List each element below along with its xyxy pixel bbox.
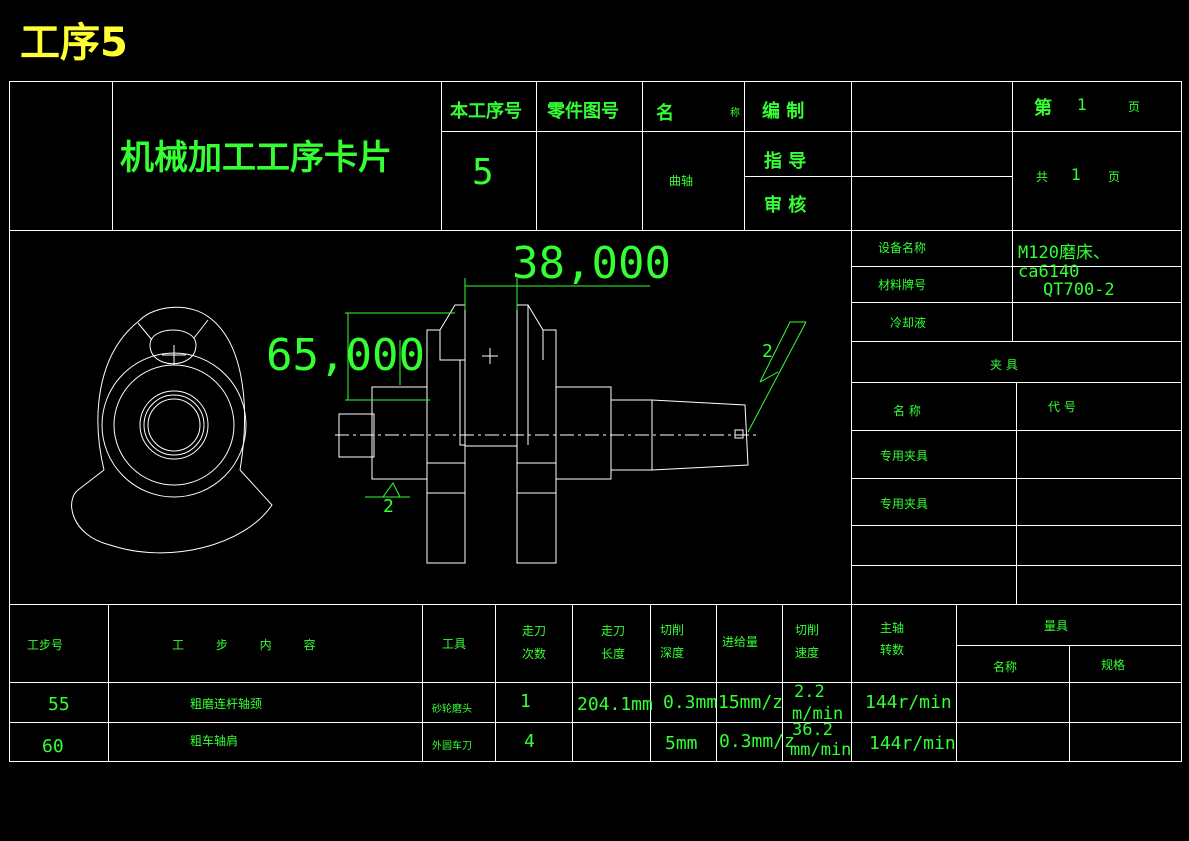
crankshaft-side-view — [335, 285, 760, 564]
dim-diameter: 65,000 — [266, 330, 425, 381]
name-label-2: 称 — [730, 108, 740, 119]
row-2-content: 粗车轴肩 — [190, 734, 239, 748]
part-name: 曲轴 — [669, 174, 694, 188]
equip-label: 设备名称 — [878, 241, 927, 255]
th-length-1: 走刀 — [601, 624, 626, 638]
th-feed: 进给量 — [722, 635, 759, 649]
row-2-speed-a: 36.2 — [792, 720, 833, 740]
row-2-step: 60 — [42, 736, 64, 757]
th-spindle-1: 主轴 — [880, 621, 905, 635]
fixture-name-label: 名 称 — [893, 404, 921, 418]
roughness-mark-b: 2 — [762, 341, 773, 362]
total-number: 1 — [1071, 165, 1082, 184]
th-gauge-name: 名称 — [993, 660, 1018, 674]
page-label: 第 — [1034, 98, 1052, 119]
th-length-2: 长度 — [601, 647, 626, 661]
row-2-spindle: 144r/min — [869, 733, 956, 754]
row-1-length: 204.1mm — [577, 694, 653, 715]
coolant-label: 冷却液 — [890, 316, 927, 330]
th-depth-2: 深度 — [660, 646, 685, 660]
fixture-label: 夹 具 — [990, 358, 1018, 372]
fixture-row-1: 专用夹具 — [880, 449, 929, 463]
th-step-no: 工步号 — [27, 638, 64, 652]
th-speed-1: 切削 — [795, 623, 820, 637]
row-1-tool: 砂轮磨头 — [432, 704, 472, 715]
row-1-depth: 0.3mm — [663, 692, 718, 713]
row-2-tool: 外圆车刀 — [432, 741, 472, 752]
th-content: 工 步 内 容 — [172, 638, 316, 652]
roughness-mark-a: 2 — [383, 496, 394, 517]
row-2-speed-b: mm/min — [790, 740, 852, 760]
crankshaft-end-view — [71, 306, 273, 554]
row-2-feed: 0.3mm/z — [719, 731, 795, 752]
fixture-code-label: 代 号 — [1048, 400, 1076, 414]
row-1-step: 55 — [48, 694, 70, 715]
card-title: 机械加工工序卡片 — [120, 138, 392, 178]
total-label: 共 — [1036, 170, 1049, 184]
page-unit: 页 — [1128, 100, 1141, 114]
row-1-content: 粗磨连杆轴颈 — [190, 697, 263, 711]
material-label: 材料牌号 — [878, 278, 927, 292]
dim-width: 38,000 — [512, 238, 671, 289]
row-1-feed: 15mm/z — [718, 692, 784, 713]
fixture-row-2: 专用夹具 — [880, 497, 929, 511]
name-label: 名 — [656, 103, 674, 124]
row-2-passes: 4 — [524, 731, 535, 752]
th-gauge: 量具 — [1044, 619, 1069, 633]
equip-value-1: M120磨床、 — [1018, 243, 1110, 263]
op-no-label: 本工序号 — [450, 101, 522, 122]
row-1-passes: 1 — [520, 691, 531, 712]
page-number: 1 — [1077, 95, 1088, 114]
row-1-spindle: 144r/min — [865, 692, 952, 713]
th-spindle-2: 转数 — [880, 643, 905, 657]
review-label: 审 核 — [764, 195, 807, 216]
th-tool: 工具 — [442, 637, 467, 651]
compile-label: 编 制 — [762, 101, 805, 122]
row-1-speed-b: m/min — [792, 704, 844, 724]
guide-label: 指 导 — [764, 151, 807, 172]
row-2-depth: 5mm — [665, 733, 698, 754]
th-speed-2: 速度 — [795, 646, 820, 660]
th-depth-1: 切削 — [660, 623, 685, 637]
th-passes-1: 走刀 — [522, 624, 547, 638]
total-unit: 页 — [1108, 170, 1121, 184]
page-title: 工序5 — [20, 20, 128, 66]
th-passes-2: 次数 — [522, 647, 547, 661]
th-gauge-spec: 规格 — [1101, 658, 1126, 672]
row-1-speed-a: 2.2 — [794, 682, 825, 702]
op-no-value: 5 — [472, 152, 494, 193]
equip-value-2: ca6140 — [1018, 262, 1080, 282]
material-value: QT700-2 — [1043, 280, 1115, 300]
part-drawing-label: 零件图号 — [547, 101, 619, 122]
